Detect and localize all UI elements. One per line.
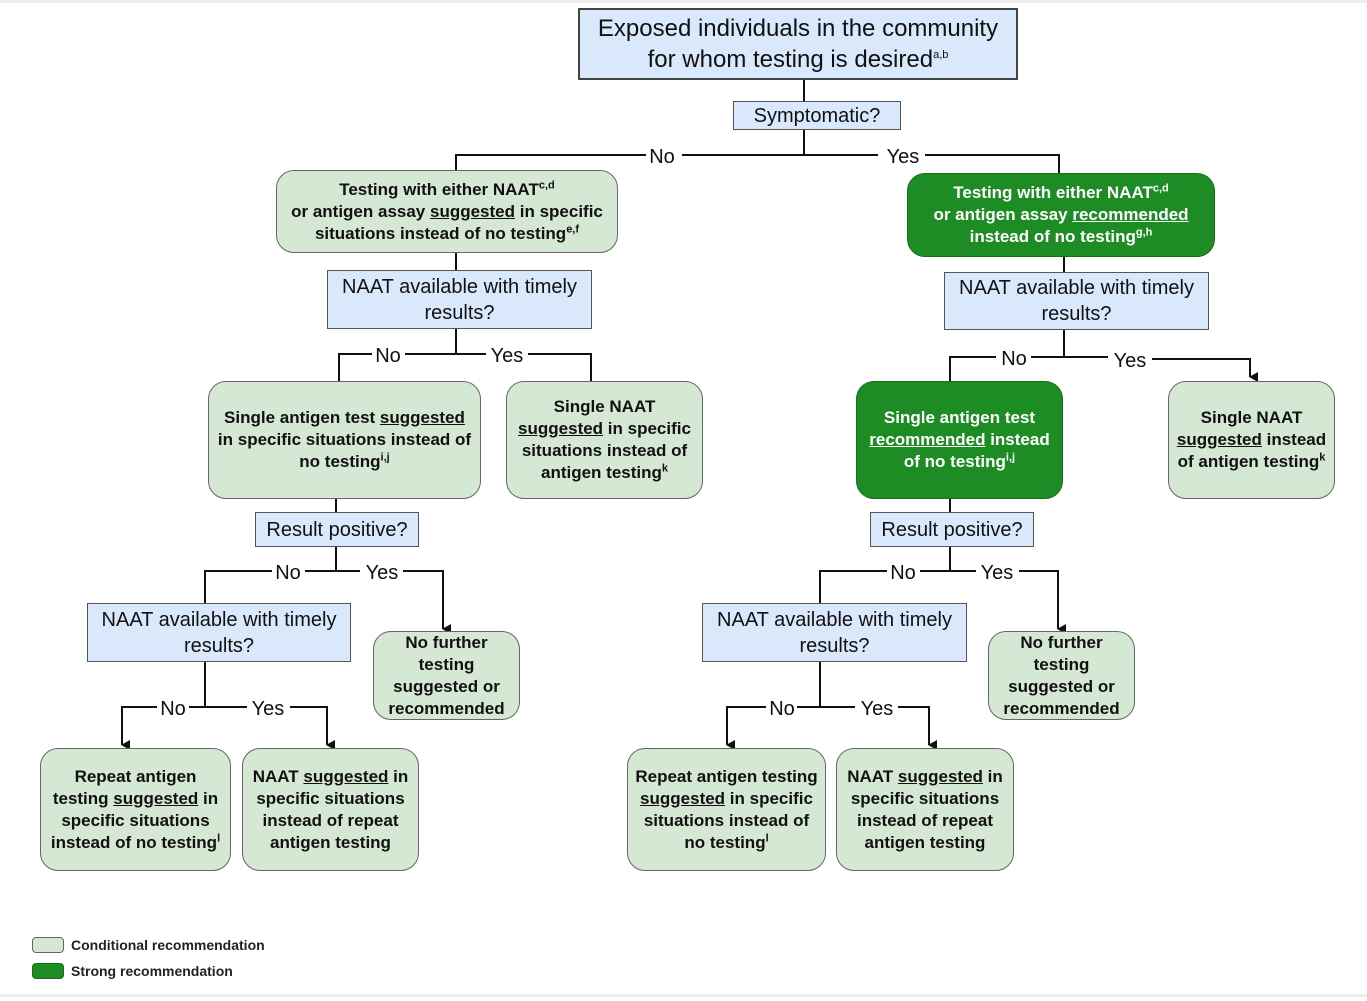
bottom-border [0,994,1367,997]
legend-conditional-swatch [32,937,64,953]
edge-label-no: No [1001,348,1027,370]
naat-available-question-right: NAAT available with timely results? [944,272,1209,330]
legend-strong-swatch [32,963,64,979]
legend-strong-label: Strong recommendation [71,963,233,979]
legend-conditional-label: Conditional recommendation [71,937,265,953]
edge-label-no: No [890,562,916,584]
symptomatic-question: Symptomatic? [733,101,901,130]
root-node: Exposed individuals in the community for… [578,8,1018,80]
top-border [0,0,1367,3]
edge-label-yes: Yes [491,345,524,367]
repeat-antigen-left: Repeat antigen testing suggested in spec… [40,748,231,871]
right-main-recommendation: Testing with either NAATc,d or antigen a… [907,173,1215,257]
result-positive-question-right: Result positive? [870,512,1034,547]
edge-label-yes: Yes [366,562,399,584]
edge-label-no: No [769,698,795,720]
edge-label-no: No [375,345,401,367]
edge-no-left-main [455,154,646,170]
edge-label-no: No [275,562,301,584]
naat-instead-of-repeat-right: NAAT suggested in specific situations in… [836,748,1014,871]
edge-label-yes: Yes [887,146,920,168]
naat-available-question-left: NAAT available with timely results? [327,270,592,329]
single-antigen-recommended: Single antigen test recommended instead … [856,381,1063,499]
no-further-testing-right: No further testing suggested or recommen… [988,631,1135,720]
repeat-antigen-right: Repeat antigen testing suggested in spec… [627,748,826,871]
single-naat-suggested-right: Single NAAT suggested instead of antigen… [1168,381,1335,499]
edge-label-no: No [649,146,675,168]
naat-available-question-left-2: NAAT available with timely results? [87,603,351,662]
edge-yes-right-main [925,154,1060,173]
naat-available-question-right-2: NAAT available with timely results? [702,603,967,662]
edge-label-yes: Yes [861,698,894,720]
left-main-recommendation: Testing with either NAATc,d or antigen a… [276,170,618,253]
single-naat-suggested-left: Single NAAT suggested in specific situat… [506,381,703,499]
edge-label-yes: Yes [252,698,285,720]
edge-label-yes: Yes [1114,350,1147,372]
no-further-testing-left: No further testing suggested or recommen… [373,631,520,720]
edge-label-no: No [160,698,186,720]
naat-instead-of-repeat-left: NAAT suggested in specific situations in… [242,748,419,871]
result-positive-question-left: Result positive? [255,512,419,547]
edge-label-yes: Yes [981,562,1014,584]
single-antigen-suggested: Single antigen test suggested in specifi… [208,381,481,499]
